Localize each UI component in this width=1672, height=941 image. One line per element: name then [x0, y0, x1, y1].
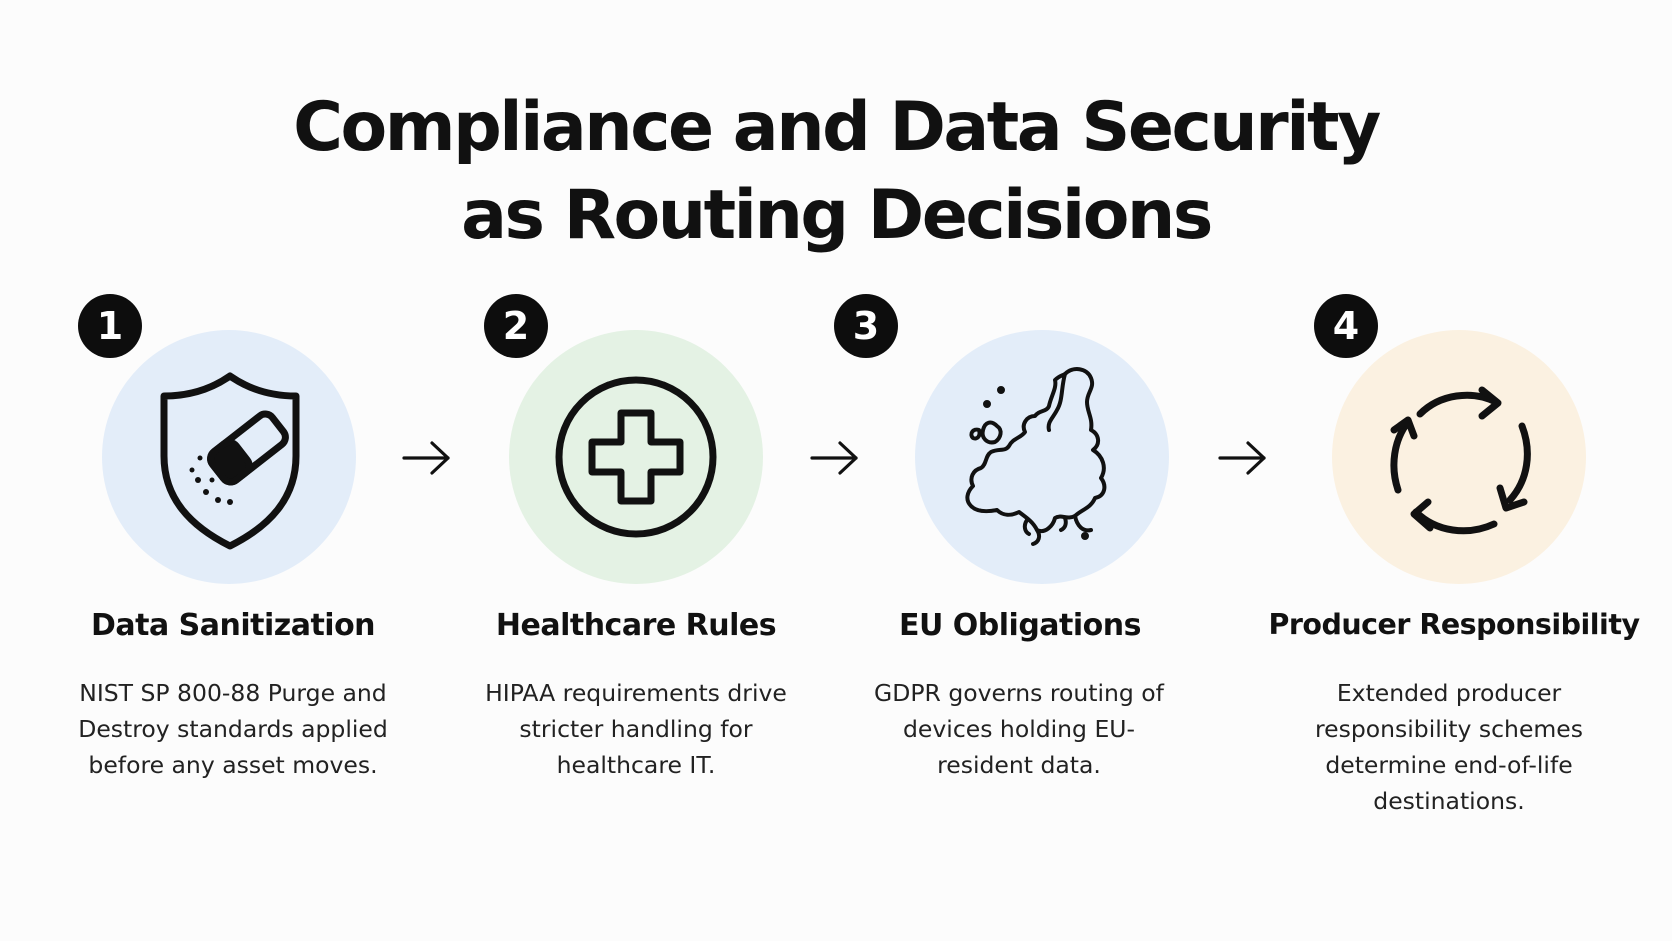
step-number-badge: 3: [834, 294, 898, 358]
step-producer-responsibility: 4 Producer Responsibility Extended produ…: [1244, 0, 1664, 941]
step-3-circle: [915, 330, 1169, 584]
step-description: Extended producer responsibility schemes…: [1314, 679, 1583, 815]
title-line-2: as Routing Decisions: [461, 176, 1213, 255]
step-2-circle: [509, 330, 763, 584]
step-description: HIPAA requirements drive stricter handli…: [485, 679, 787, 779]
step-number-badge: 1: [78, 294, 142, 358]
step-data-sanitization: 1 Data Sanitization NIST SP 800-88 Purge…: [18, 0, 438, 941]
step-eu-obligations: 3 EU Obligations GDPR governs routing of…: [834, 0, 1254, 941]
europe-map-icon: [965, 367, 1107, 546]
arrow-right-icon: [402, 441, 450, 475]
recycle-cycle-icon: [1390, 386, 1531, 535]
step-1-circle: [102, 330, 356, 584]
step-description: GDPR governs routing of devices holding …: [874, 679, 1164, 779]
medical-cross-icon: [555, 376, 717, 538]
step-title: Data Sanitization: [90, 608, 376, 643]
step-4-circle: [1332, 330, 1586, 584]
diagram-title: Compliance and Data Security as Routing …: [0, 84, 1672, 260]
arrow-right-icon: [1218, 441, 1266, 475]
shield-eraser-icon: [160, 372, 300, 550]
step-title: Healthcare Rules: [495, 608, 777, 643]
step-title: Producer Responsibility: [1268, 608, 1640, 641]
step-number-badge: 4: [1314, 294, 1378, 358]
title-line-1: Compliance and Data Security: [293, 88, 1381, 167]
step-number-badge: 2: [484, 294, 548, 358]
arrow-right-icon: [810, 441, 858, 475]
step-description: NIST SP 800-88 Purge and Destroy standar…: [78, 679, 388, 779]
step-title: EU Obligations: [898, 608, 1142, 643]
step-healthcare-rules: 2 Healthcare Rules HIPAA requirements dr…: [426, 0, 846, 941]
